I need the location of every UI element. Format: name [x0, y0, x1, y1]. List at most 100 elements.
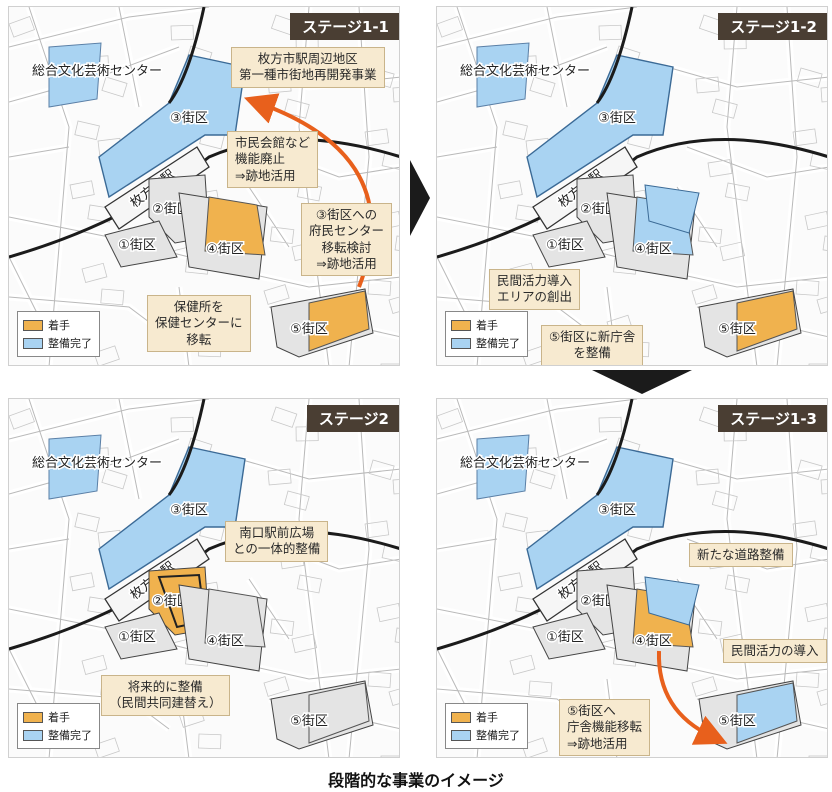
street-edge	[437, 538, 498, 550]
street-edge	[118, 7, 140, 108]
district-4-label: ④街区	[206, 634, 244, 649]
map-block	[392, 86, 399, 103]
legend-swatch-completed	[23, 729, 43, 741]
district-3-label: ③街区	[170, 503, 208, 518]
map-block	[820, 478, 827, 495]
legend-swatch-completed	[451, 729, 471, 741]
callout-civic-hall: 市民会館など機能廃止⇒跡地活用	[227, 131, 319, 188]
relocation-arrow	[656, 650, 728, 745]
map-block	[796, 459, 823, 481]
stage-tag: ステージ2	[306, 405, 399, 432]
arts-center-label: 総合文化芸術センター	[460, 63, 590, 79]
map-block	[9, 15, 35, 38]
completed-block	[644, 184, 700, 234]
street-edge	[298, 399, 330, 757]
map-block	[816, 685, 827, 706]
street-edge	[9, 538, 70, 550]
callout-redevelopment: 枚方市駅周辺地区第一種市街地再開発事業	[231, 47, 385, 88]
map-block	[368, 459, 395, 481]
map-block	[697, 226, 723, 245]
map-block	[695, 76, 720, 94]
stage-tag: ステージ1-3	[718, 405, 827, 432]
street-grid	[437, 399, 827, 757]
map-block	[792, 520, 818, 539]
railway-line	[437, 530, 827, 651]
map-block	[367, 279, 392, 296]
map-block	[81, 654, 108, 676]
legend-completed: 整備完了	[48, 729, 92, 742]
map-block	[724, 574, 751, 594]
legend-started: 着手	[48, 711, 70, 724]
district-1-area	[532, 612, 606, 660]
map-block	[100, 288, 125, 306]
railway-branch	[595, 7, 634, 104]
street-edge	[437, 146, 498, 158]
arts-center-label: 総合文化芸術センター	[460, 455, 590, 471]
legend-swatch-completed	[451, 337, 471, 349]
map-block	[74, 512, 100, 533]
legend-started: 着手	[48, 319, 70, 332]
panel-stage-2: 総合文化芸術センター③街区枚方市駅②街区①街区④街区⑤街区 ステージ2 南口駅前…	[8, 398, 400, 758]
arts-center-label: 総合文化芸術センター	[32, 455, 162, 471]
district-1-area	[104, 612, 178, 660]
district-1-label: ①街区	[118, 238, 156, 253]
map-block	[509, 654, 536, 676]
map-stage-2: 総合文化芸術センター③街区枚方市駅②街区①街区④街区⑤街区	[9, 399, 399, 757]
map-block	[198, 733, 222, 750]
district-3-label: ③街区	[598, 111, 636, 126]
map-block	[69, 180, 95, 200]
next-stage-arrow-right	[410, 160, 430, 236]
map-block	[724, 182, 751, 202]
callout-south-plaza: 南口駅前広場との一体的整備	[225, 521, 329, 562]
arts-center-area	[476, 42, 530, 108]
street-edge	[238, 458, 399, 480]
legend-swatch-started	[23, 711, 43, 723]
street-edge	[9, 146, 70, 158]
callout-private-area: 民間活力導入エリアの創出	[489, 269, 581, 310]
legend-started: 着手	[476, 711, 498, 724]
railway-branch	[167, 399, 206, 496]
district-4-label: ④街区	[634, 634, 672, 649]
map-block	[376, 602, 399, 623]
map-block	[101, 76, 128, 98]
map-block	[598, 24, 622, 41]
map-block	[816, 293, 827, 314]
legend: 着手 整備完了	[445, 311, 528, 357]
map-block	[263, 676, 290, 697]
panel-stage-1-2: 総合文化芸術センター③街区枚方市駅②街区①街区④街区⑤街区 ステージ1-2 民間…	[436, 6, 828, 366]
legend: 着手 整備完了	[17, 311, 100, 357]
railway-branch	[167, 7, 206, 104]
map-block	[707, 159, 733, 178]
legend-swatch-started	[451, 319, 471, 331]
map-block	[822, 235, 827, 254]
map-block	[296, 574, 323, 594]
map-block	[364, 520, 390, 539]
map-block	[808, 363, 827, 365]
map-block	[497, 572, 523, 592]
map-block	[711, 490, 738, 511]
legend: 着手 整備完了	[445, 703, 528, 749]
street-edge	[456, 7, 498, 365]
map-block	[792, 128, 818, 147]
street-edge	[666, 458, 827, 480]
map-block	[697, 618, 723, 637]
map-block	[804, 210, 827, 231]
callout-new-city-hall: ⑤街区に新庁舎を整備	[541, 325, 644, 365]
street-edge	[28, 7, 70, 365]
map-block	[502, 120, 528, 141]
callout-city-hall-move: ⑤街区へ庁舎機能移転⇒跡地活用	[559, 699, 651, 756]
legend-swatch-started	[23, 319, 43, 331]
map-block	[291, 633, 318, 654]
panel-stage-1-1: 総合文化芸術センター③街区枚方市駅②街区①街区④街区⑤街区 ステージ1-1 枚方…	[8, 6, 400, 366]
street	[238, 455, 399, 483]
district-5-parcel	[308, 290, 370, 352]
map-block	[388, 293, 399, 314]
district-5-label: ⑤街区	[290, 322, 328, 337]
railway-line	[437, 138, 827, 259]
map-block	[529, 76, 556, 98]
legend-swatch-completed	[23, 337, 43, 349]
arts-center-area	[48, 434, 102, 500]
map-block	[380, 363, 399, 365]
street-edge	[9, 399, 210, 440]
street	[666, 63, 827, 91]
